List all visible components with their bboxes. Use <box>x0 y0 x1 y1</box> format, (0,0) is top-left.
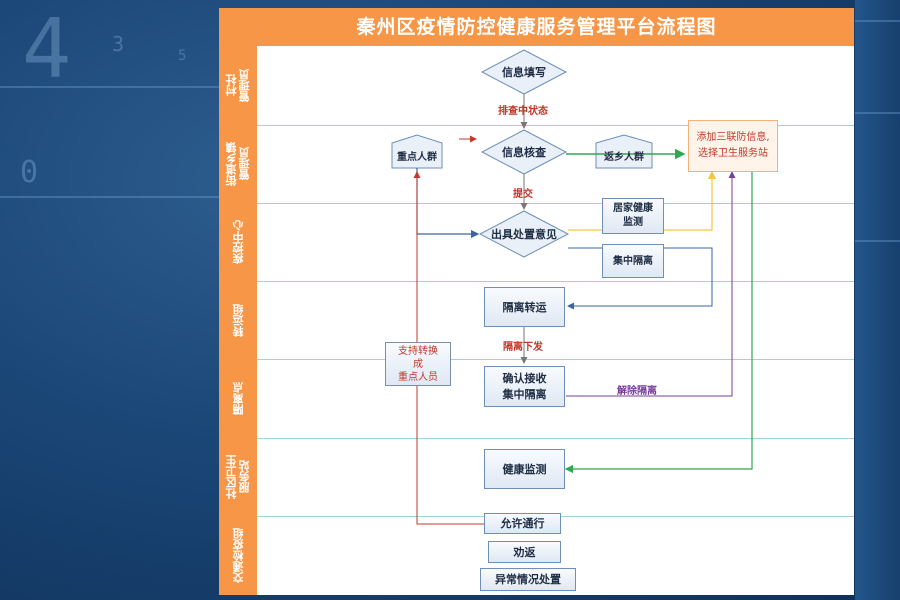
lane-header-column <box>219 46 257 595</box>
arrow-add-to-health-monitor <box>564 172 753 474</box>
node-allow-pass: 允许通行 <box>484 513 561 534</box>
lane-divider <box>257 203 854 204</box>
page-title: 秦州区疫情防控健康服务管理平台流程图 <box>356 16 717 38</box>
node-support-convert: 支持转换成重点人员 <box>385 342 451 386</box>
lane-divider <box>257 125 854 126</box>
background-numeral: 4 <box>22 2 72 97</box>
node-health-monitor: 健康监测 <box>484 449 565 489</box>
edge-label-release-isolation: 解除隔离 <box>617 386 657 397</box>
background-numeral: 5 <box>178 48 187 64</box>
node-home-monitor: 居家健康监测 <box>602 198 664 234</box>
decision-issue-opinion <box>478 210 570 258</box>
lane-divider <box>257 359 854 360</box>
background-stripe <box>0 196 219 198</box>
background-stripe <box>855 20 900 22</box>
background-right-panel <box>855 0 900 600</box>
node-central-isolation: 集中隔离 <box>602 244 664 278</box>
node-persuade-return: 劝返 <box>488 541 561 563</box>
background-numeral: 3 <box>112 32 125 56</box>
node-abnormal-handle: 异常情况处置 <box>480 568 576 591</box>
node-info-fill: 信息填写 <box>502 66 546 79</box>
node-returning-population: 返乡人群 <box>604 152 644 163</box>
node-key-population: 重点人群 <box>397 152 437 163</box>
node-info-check: 信息核查 <box>502 146 546 159</box>
node-issue-opinion: 出具处置意见 <box>491 228 557 241</box>
lane-divider <box>257 438 854 439</box>
arrow-allow-pass-to-key <box>413 171 484 525</box>
node-add-info: 添加三联防信息,选择卫生服务站 <box>688 120 778 172</box>
edge-label-screening: 排查中状态 <box>498 106 548 117</box>
node-isolation-transfer: 隔离转运 <box>484 287 565 327</box>
flowchart-sheet: 秦州区疫情防控健康服务管理平台流程图 村社 管理员 街道乡镇 管理员 疾控中心 … <box>219 8 854 595</box>
background-numeral: 0 <box>20 155 39 190</box>
arrow-key-to-opinion <box>416 168 480 239</box>
edge-label-isolation-issue: 隔离下发 <box>503 342 543 353</box>
background-stripe <box>855 240 900 242</box>
pentagon-returning-population <box>595 134 653 169</box>
edge-label-submit: 提交 <box>513 189 533 200</box>
flow-connectors <box>391 49 753 525</box>
background-stripe <box>0 86 219 88</box>
node-confirm-receive: 确认接收集中隔离 <box>484 366 565 407</box>
lane-divider <box>257 281 854 282</box>
arrow-confirm-to-add-purple <box>566 171 736 397</box>
background-stripe <box>855 112 900 114</box>
title-bar <box>219 8 854 46</box>
pentagon-key-population <box>391 134 443 169</box>
